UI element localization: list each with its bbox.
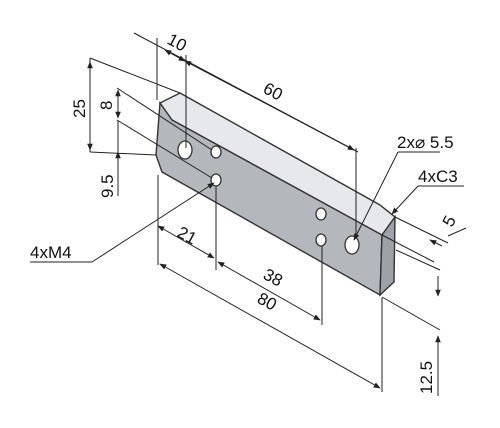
dim-80: 80 bbox=[254, 289, 280, 315]
hole-right-m4-upper bbox=[315, 207, 327, 221]
dim-2x-dia-5-5: 2x⌀ 5.5 bbox=[397, 133, 454, 152]
dim-9-5: 9.5 bbox=[98, 174, 117, 198]
dim-12-5: 12.5 bbox=[417, 361, 436, 394]
hole-left-large bbox=[177, 140, 193, 160]
dim-60: 60 bbox=[260, 79, 286, 105]
hole-right-large bbox=[344, 235, 360, 255]
dim-21: 21 bbox=[174, 223, 200, 249]
dim-4xm4: 4xM4 bbox=[30, 243, 72, 262]
plate bbox=[155, 92, 396, 297]
dim-5: 5 bbox=[439, 213, 460, 230]
dim-38: 38 bbox=[260, 265, 286, 291]
dim-8: 8 bbox=[97, 101, 116, 110]
dim-4xc3: 4xC3 bbox=[418, 167, 458, 186]
dimension-labels: 10 60 25 8 9.5 4xM4 21 38 80 2x⌀ 5.5 4xC… bbox=[30, 30, 460, 394]
dim-25: 25 bbox=[70, 99, 89, 118]
plate-end-face bbox=[379, 214, 396, 297]
dimension-lines bbox=[30, 32, 467, 396]
hole-left-m4-upper bbox=[210, 145, 222, 159]
hole-right-m4-lower bbox=[315, 233, 327, 247]
